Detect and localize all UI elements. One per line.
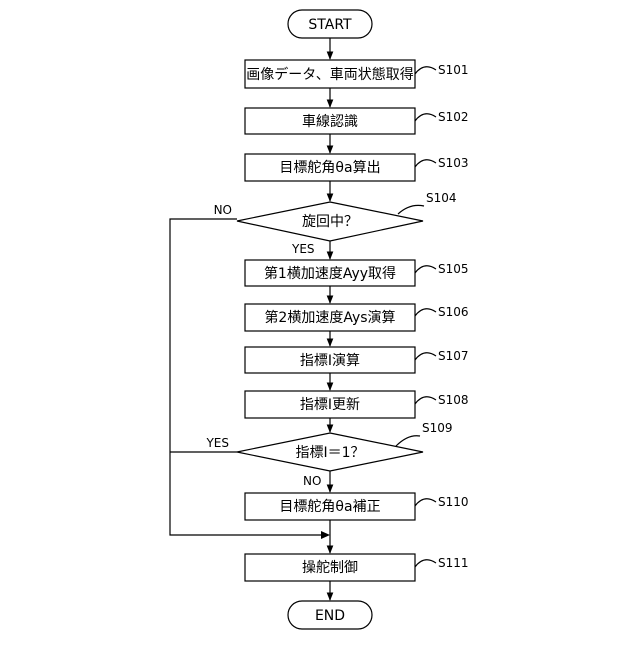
label-s107: S107 xyxy=(438,349,469,363)
leader-s108 xyxy=(415,397,436,404)
step-s102-text: 車線認識 xyxy=(302,113,358,130)
step-s111: 操舵制御 xyxy=(245,554,415,581)
label-s105: S105 xyxy=(438,262,469,276)
s104-yes-label: YES xyxy=(291,242,315,256)
label-s111: S111 xyxy=(438,556,469,570)
end-terminal: END xyxy=(288,601,372,629)
leader-s104 xyxy=(398,205,424,214)
label-s102: S102 xyxy=(438,110,469,124)
step-s103-text: 目標舵角θa算出 xyxy=(279,160,380,176)
leader-s103 xyxy=(415,160,436,167)
step-s107: 指標I演算 xyxy=(245,347,415,373)
step-s108: 指標I更新 xyxy=(245,391,415,418)
label-s108: S108 xyxy=(438,393,469,407)
start-label: START xyxy=(308,17,352,33)
step-s101-text: 画像データ、車両状態取得 xyxy=(246,66,414,83)
leader-s109 xyxy=(396,436,420,446)
step-s108-text: 指標I更新 xyxy=(300,397,360,413)
leader-s106 xyxy=(415,309,436,316)
step-s105: 第1横加速度Ayy取得 xyxy=(245,260,415,286)
decision-s109-text: 指標I＝1？ xyxy=(295,445,364,461)
s104-no-label: NO xyxy=(214,203,232,217)
label-s104: S104 xyxy=(426,191,457,205)
step-s103: 目標舵角θa算出 xyxy=(245,154,415,181)
step-s106: 第2横加速度Ays演算 xyxy=(245,304,415,331)
label-s106: S106 xyxy=(438,305,469,319)
label-s109: S109 xyxy=(422,421,453,435)
decision-s109: 指標I＝1？ xyxy=(237,433,423,471)
leader-s110 xyxy=(415,499,436,506)
leader-s111 xyxy=(415,560,436,567)
step-s107-text: 指標I演算 xyxy=(300,353,360,369)
step-s110-text: 目標舵角θa補正 xyxy=(279,499,380,515)
label-s103: S103 xyxy=(438,156,469,170)
label-s101: S101 xyxy=(438,63,469,77)
step-s111-text: 操舵制御 xyxy=(302,560,358,576)
merge-arrowhead xyxy=(321,531,330,539)
leader-s101 xyxy=(415,67,436,74)
s109-no-label: NO xyxy=(303,474,321,488)
start-terminal: START xyxy=(288,10,372,38)
leader-s102 xyxy=(415,114,436,121)
step-s106-text: 第2横加速度Ays演算 xyxy=(264,309,395,326)
step-s110: 目標舵角θa補正 xyxy=(245,493,415,520)
label-s110: S110 xyxy=(438,495,469,509)
decision-s104-text: 旋回中？ xyxy=(302,214,358,230)
step-s101: 画像データ、車両状態取得 xyxy=(245,60,415,88)
leader-s105 xyxy=(415,266,436,273)
step-s102: 車線認識 xyxy=(245,108,415,134)
leader-s107 xyxy=(415,353,436,360)
end-label: END xyxy=(315,608,345,624)
step-s105-text: 第1横加速度Ayy取得 xyxy=(264,265,396,282)
s109-yes-label: YES xyxy=(205,436,229,450)
decision-s104: 旋回中？ xyxy=(237,202,423,241)
